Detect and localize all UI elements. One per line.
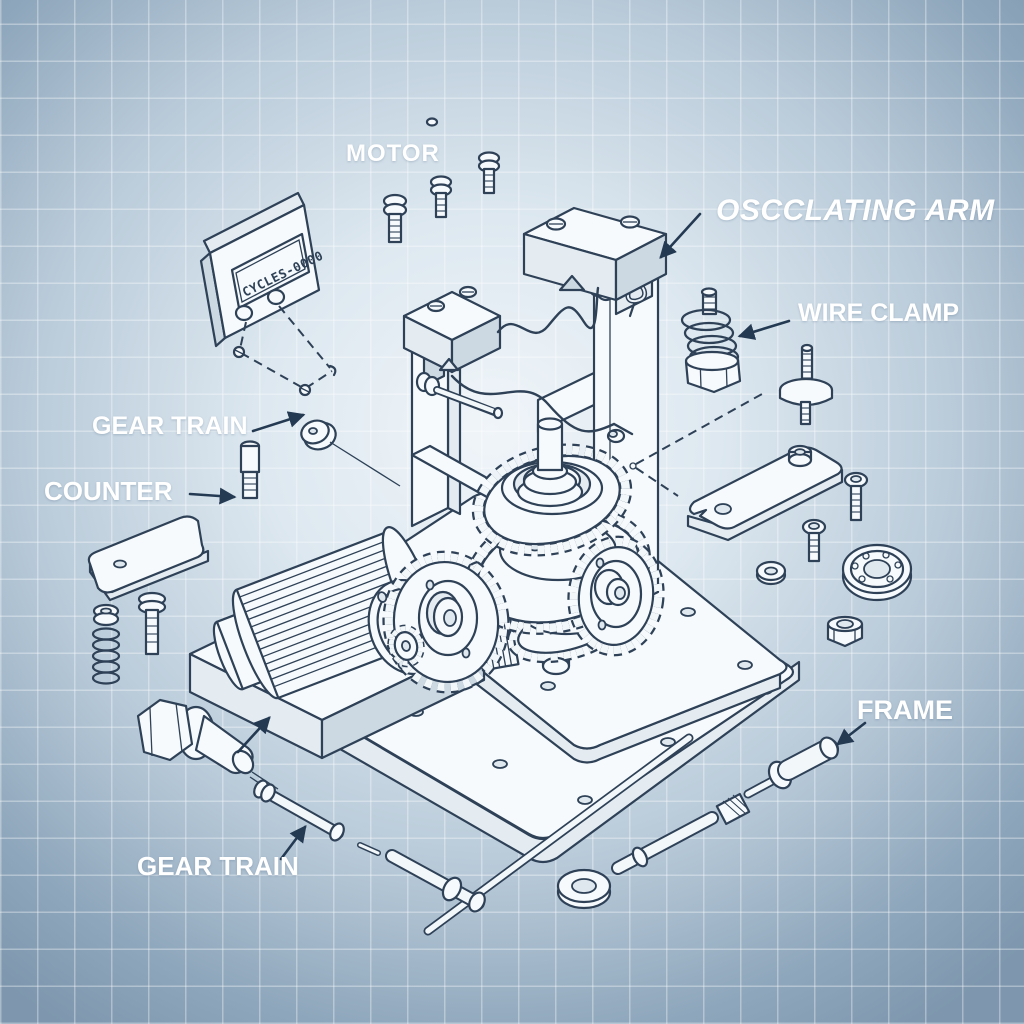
hex-bolt	[136, 698, 279, 794]
arrow-counter	[188, 487, 237, 505]
main-shaft	[516, 417, 584, 508]
label-frame: FRAME	[857, 695, 953, 725]
label-motor: MOTOR	[346, 140, 440, 167]
arrow-oscillating-arm	[659, 212, 702, 259]
arrow-gear-train-lower	[279, 824, 307, 861]
left-clamp-block	[402, 285, 502, 374]
crank-rod	[415, 371, 504, 420]
spring-and-nut	[680, 287, 742, 394]
label-counter: COUNTER	[44, 476, 173, 506]
left-spur-gear	[382, 550, 510, 694]
gear-train-assembly	[382, 417, 665, 694]
label-wire-clamp: WIRE CLAMP	[798, 299, 960, 327]
top-screws	[382, 117, 501, 244]
screw	[477, 151, 501, 195]
spring-screw	[91, 603, 121, 685]
label-gear-train-lower: GEAR TRAIN	[137, 851, 299, 881]
bottom-washer	[556, 868, 612, 910]
motor-pinion-gear	[387, 624, 425, 668]
threaded-stud	[778, 343, 834, 426]
right-socket-screws	[801, 471, 869, 563]
left-plate	[87, 515, 210, 602]
standing-bolt	[239, 440, 261, 500]
label-oscillating-arm: OSCCLATING ARM	[716, 194, 995, 227]
arrow-base	[236, 716, 271, 754]
screw	[382, 193, 408, 244]
lower-wire	[450, 374, 634, 436]
counter-leader-dashes	[232, 305, 337, 397]
right-gear	[567, 535, 665, 657]
flat-screw	[137, 591, 167, 656]
knurled-shaft	[715, 736, 839, 826]
small-washer	[755, 560, 787, 586]
arrow-wire-clamp	[737, 319, 791, 340]
counter-device: CYCLES-0000	[199, 191, 326, 348]
hex-nut-right	[826, 615, 864, 648]
arrow-frame	[835, 721, 867, 746]
label-gear-train-upper: GEAR TRAIN	[92, 412, 248, 440]
small-pin	[357, 842, 381, 856]
upper-wire	[496, 286, 600, 334]
ball-bearing	[841, 543, 913, 602]
screw	[429, 175, 453, 219]
pointer-disc	[300, 419, 401, 487]
shaft-c	[611, 811, 719, 875]
top-clamp-block	[522, 206, 668, 302]
arrow-gear-train-upper	[251, 411, 306, 433]
right-bracket-plate	[686, 444, 844, 542]
exploded-leader-dashes	[629, 393, 763, 497]
label-arrows	[188, 212, 867, 861]
shaft-b	[385, 849, 486, 913]
shaft-a	[253, 779, 345, 842]
